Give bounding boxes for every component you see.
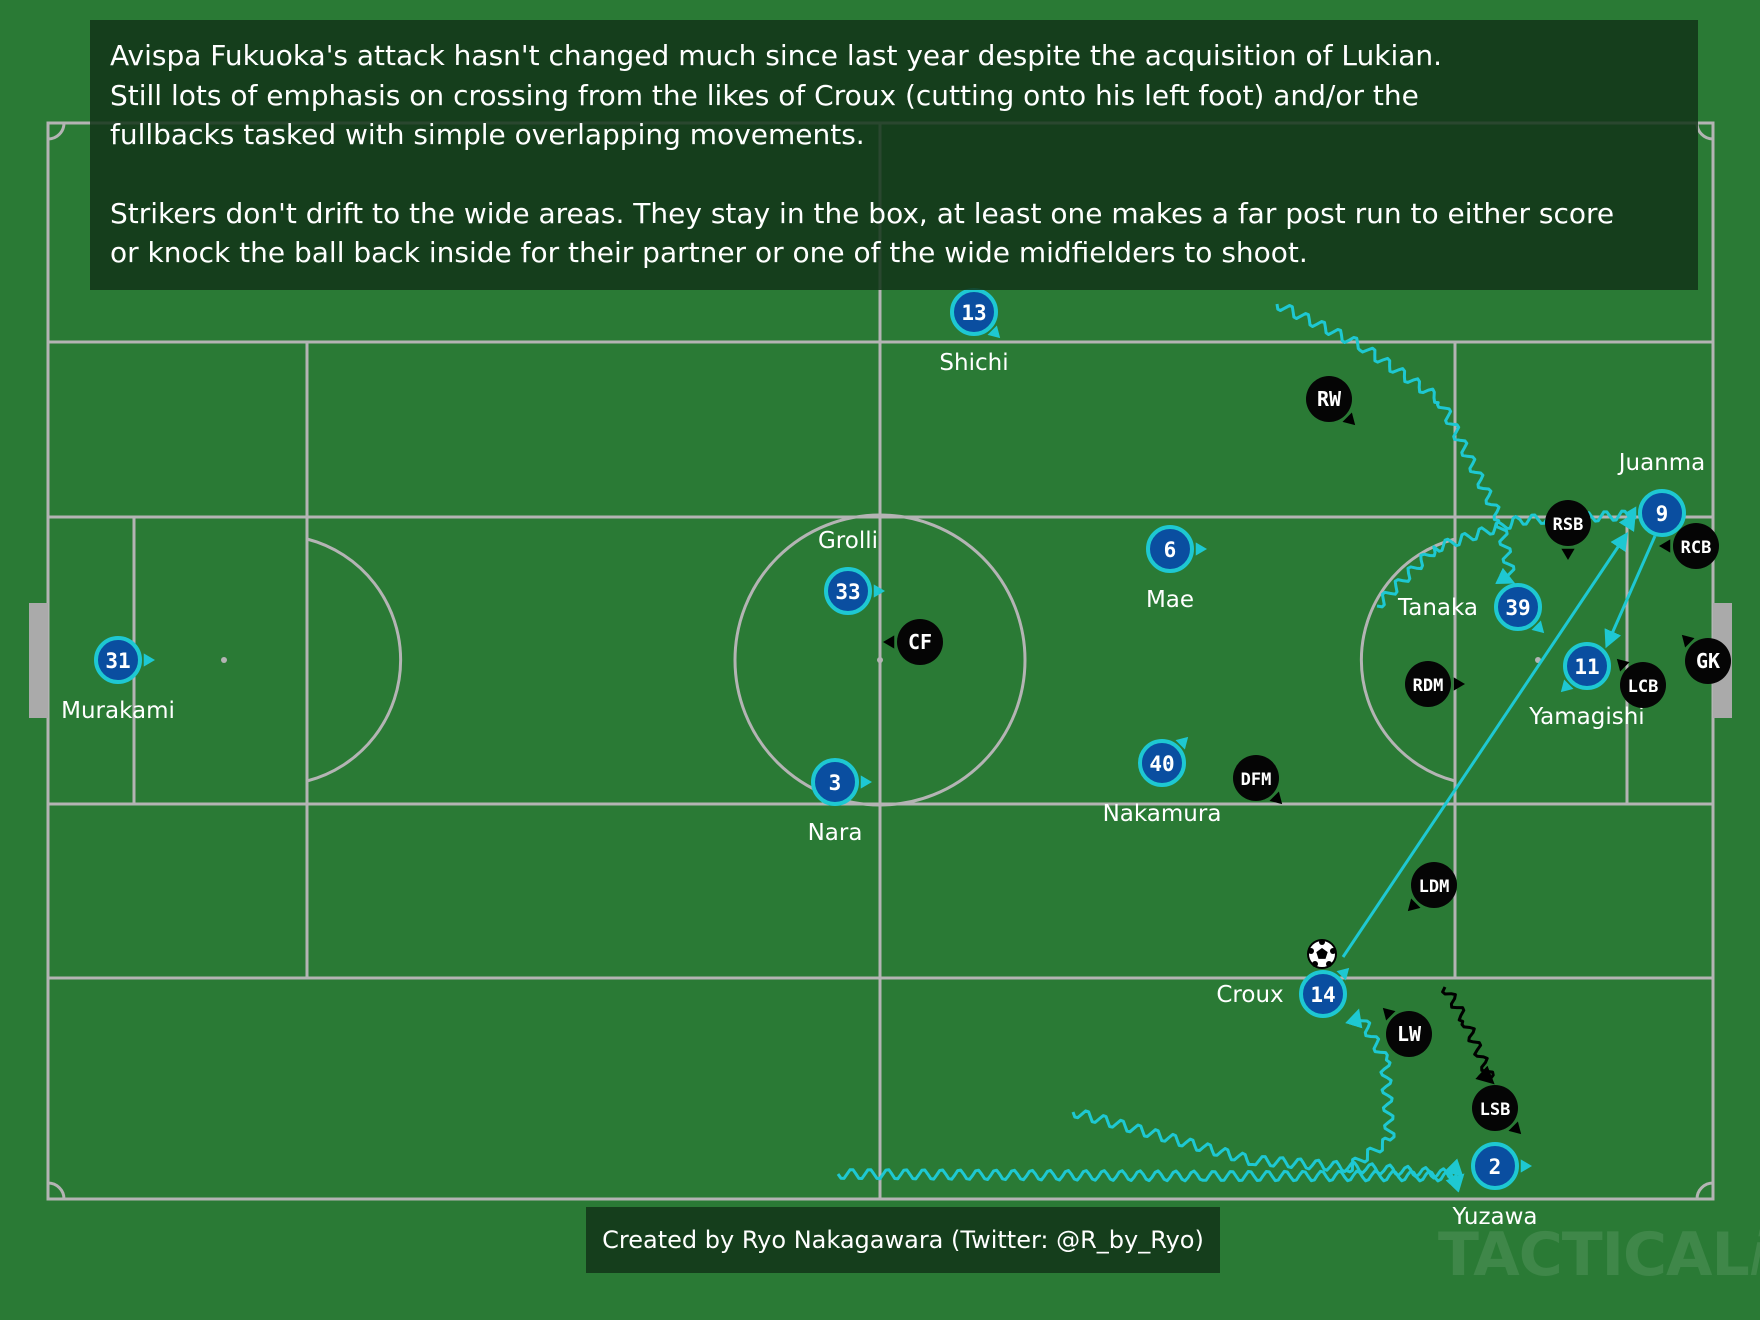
player-name: Mae xyxy=(1146,587,1194,613)
player-name: Yuzawa xyxy=(1451,1204,1537,1230)
player-number: 31 xyxy=(105,649,130,673)
corner-arc xyxy=(1695,1181,1714,1200)
player-number: 3 xyxy=(829,771,842,795)
player-number: 2 xyxy=(1489,1155,1502,1179)
player-name: Shichi xyxy=(939,350,1008,376)
position-label: RDM xyxy=(1413,676,1444,696)
home-player-grolli: 33 Grolli xyxy=(818,528,885,615)
pitch-lines xyxy=(46,121,1715,1201)
away-player-lsb: LSB xyxy=(1472,1085,1522,1135)
away-player-ldm: LDM xyxy=(1407,862,1457,912)
caption-line: fullbacks tasked with simple overlapping… xyxy=(110,118,865,151)
track-arrow-lsb xyxy=(1441,986,1495,1085)
caption-line: or knock the ball back inside for their … xyxy=(110,236,1308,269)
watermark-logo: TACTICALista xyxy=(1438,1220,1760,1290)
player-name: Grolli xyxy=(818,528,878,554)
player-number: 6 xyxy=(1164,538,1177,562)
position-label: RW xyxy=(1317,387,1342,411)
away-player-rcb: RCB xyxy=(1659,523,1719,569)
player-number: 33 xyxy=(835,580,860,604)
corner-arc xyxy=(47,1181,66,1200)
player-name: Tanaka xyxy=(1397,595,1478,621)
player-number: 9 xyxy=(1656,502,1669,526)
pass-arrow-to-yamagishi xyxy=(1604,535,1657,649)
player-name: Juanma xyxy=(1617,450,1706,476)
away-player-rsb: RSB xyxy=(1545,500,1591,560)
away-player-rdm: RDM xyxy=(1405,661,1465,707)
right-penalty-arc xyxy=(1359,537,1456,783)
away-player-lcb: LCB xyxy=(1616,658,1666,708)
pitch-spots xyxy=(221,657,1541,663)
player-name: Nakamura xyxy=(1103,801,1222,827)
away-player-lw: LW xyxy=(1382,1007,1432,1057)
away-player-dfm: DFM xyxy=(1233,755,1283,805)
run-arrow-tanaka xyxy=(1275,303,1516,585)
player-name: Croux xyxy=(1216,982,1283,1008)
player-number: 13 xyxy=(961,301,986,325)
away-player-gk: GK xyxy=(1681,634,1731,684)
caption-line: Avispa Fukuoka's attack hasn't changed m… xyxy=(110,39,1443,72)
player-number: 40 xyxy=(1149,752,1174,776)
player-name: Nara xyxy=(808,820,863,846)
caption-line: Strikers don't drift to the wide areas. … xyxy=(110,196,1615,230)
center-circle xyxy=(733,513,1027,807)
home-player-tanaka: 39 Tanaka xyxy=(1397,583,1545,634)
player-number: 14 xyxy=(1310,983,1335,1007)
cross-arrow-to-juanma xyxy=(1341,532,1629,958)
run-arrow-croux xyxy=(1344,1008,1396,1174)
movement-arrows xyxy=(836,303,1657,1193)
position-label: LSB xyxy=(1480,1100,1511,1120)
position-label: LDM xyxy=(1419,877,1450,897)
home-player-juanma: 9 Juanma xyxy=(1617,450,1706,537)
away-player-cf: CF xyxy=(883,619,943,665)
left-penalty-spot xyxy=(221,657,227,663)
left-goal xyxy=(29,603,48,718)
player-number: 39 xyxy=(1505,596,1530,620)
player-number: 11 xyxy=(1574,655,1599,679)
player-name: Murakami xyxy=(61,698,175,724)
position-label: RSB xyxy=(1553,515,1584,535)
position-label: RCB xyxy=(1681,538,1712,558)
overlap-arrow-yuzawa xyxy=(1071,1109,1464,1181)
center-spot xyxy=(877,657,883,663)
corner-arc xyxy=(47,122,66,141)
caption-line: Still lots of emphasis on crossing from … xyxy=(110,78,1419,112)
position-label: GK xyxy=(1696,649,1720,673)
overlap-arrow-yuzawa-2 xyxy=(836,1168,1465,1193)
credit-box: Created by Ryo Nakagawara (Twitter: @R_b… xyxy=(586,1207,1220,1273)
away-player-rw: RW xyxy=(1306,376,1356,426)
position-label: LW xyxy=(1397,1022,1422,1046)
position-label: CF xyxy=(908,630,932,654)
player-name: Yamagishi xyxy=(1528,704,1644,730)
corner-arc xyxy=(1695,122,1714,141)
ball-icon xyxy=(1307,939,1337,969)
home-player-croux: 14 Croux xyxy=(1216,967,1350,1018)
analysis-caption: Avispa Fukuoka's attack hasn't changed m… xyxy=(90,20,1698,290)
position-label: LCB xyxy=(1628,677,1659,697)
position-label: DFM xyxy=(1241,770,1272,790)
left-penalty-arc xyxy=(306,537,403,783)
